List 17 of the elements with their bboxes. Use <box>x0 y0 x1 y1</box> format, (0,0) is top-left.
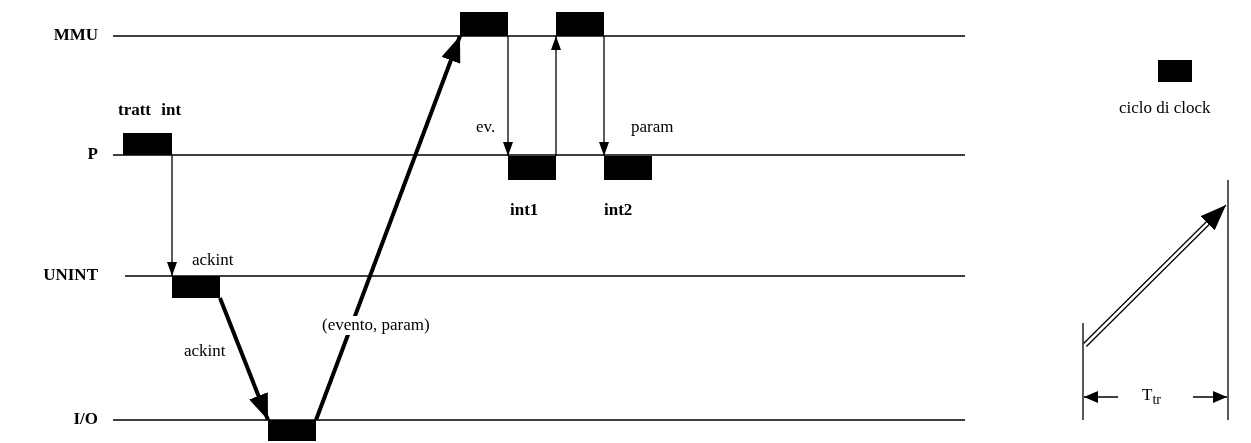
lane-label: I/O <box>73 410 98 429</box>
clock-cycle-bar <box>604 156 652 180</box>
clock-cycle-bar <box>268 420 316 441</box>
lane-label: MMU <box>53 26 98 45</box>
clock-cycle-bar <box>556 12 604 36</box>
lane-label: P <box>87 145 98 164</box>
clock-cycle-bar <box>508 156 556 180</box>
clock-cycle-bar <box>460 12 508 36</box>
clock-cycle-bar <box>123 133 172 155</box>
node-caption: int1 <box>510 201 539 220</box>
lane-label: UNINT <box>43 266 98 285</box>
node-caption: tratt int <box>118 101 182 120</box>
clock-cycle-bar <box>172 276 220 298</box>
dimension-label: T$_{tr}$ <box>1142 386 1162 408</box>
node-caption: int2 <box>604 201 633 220</box>
edge-label: (evento, param) <box>320 316 432 335</box>
legend-label: ciclo di clock <box>1119 99 1211 118</box>
